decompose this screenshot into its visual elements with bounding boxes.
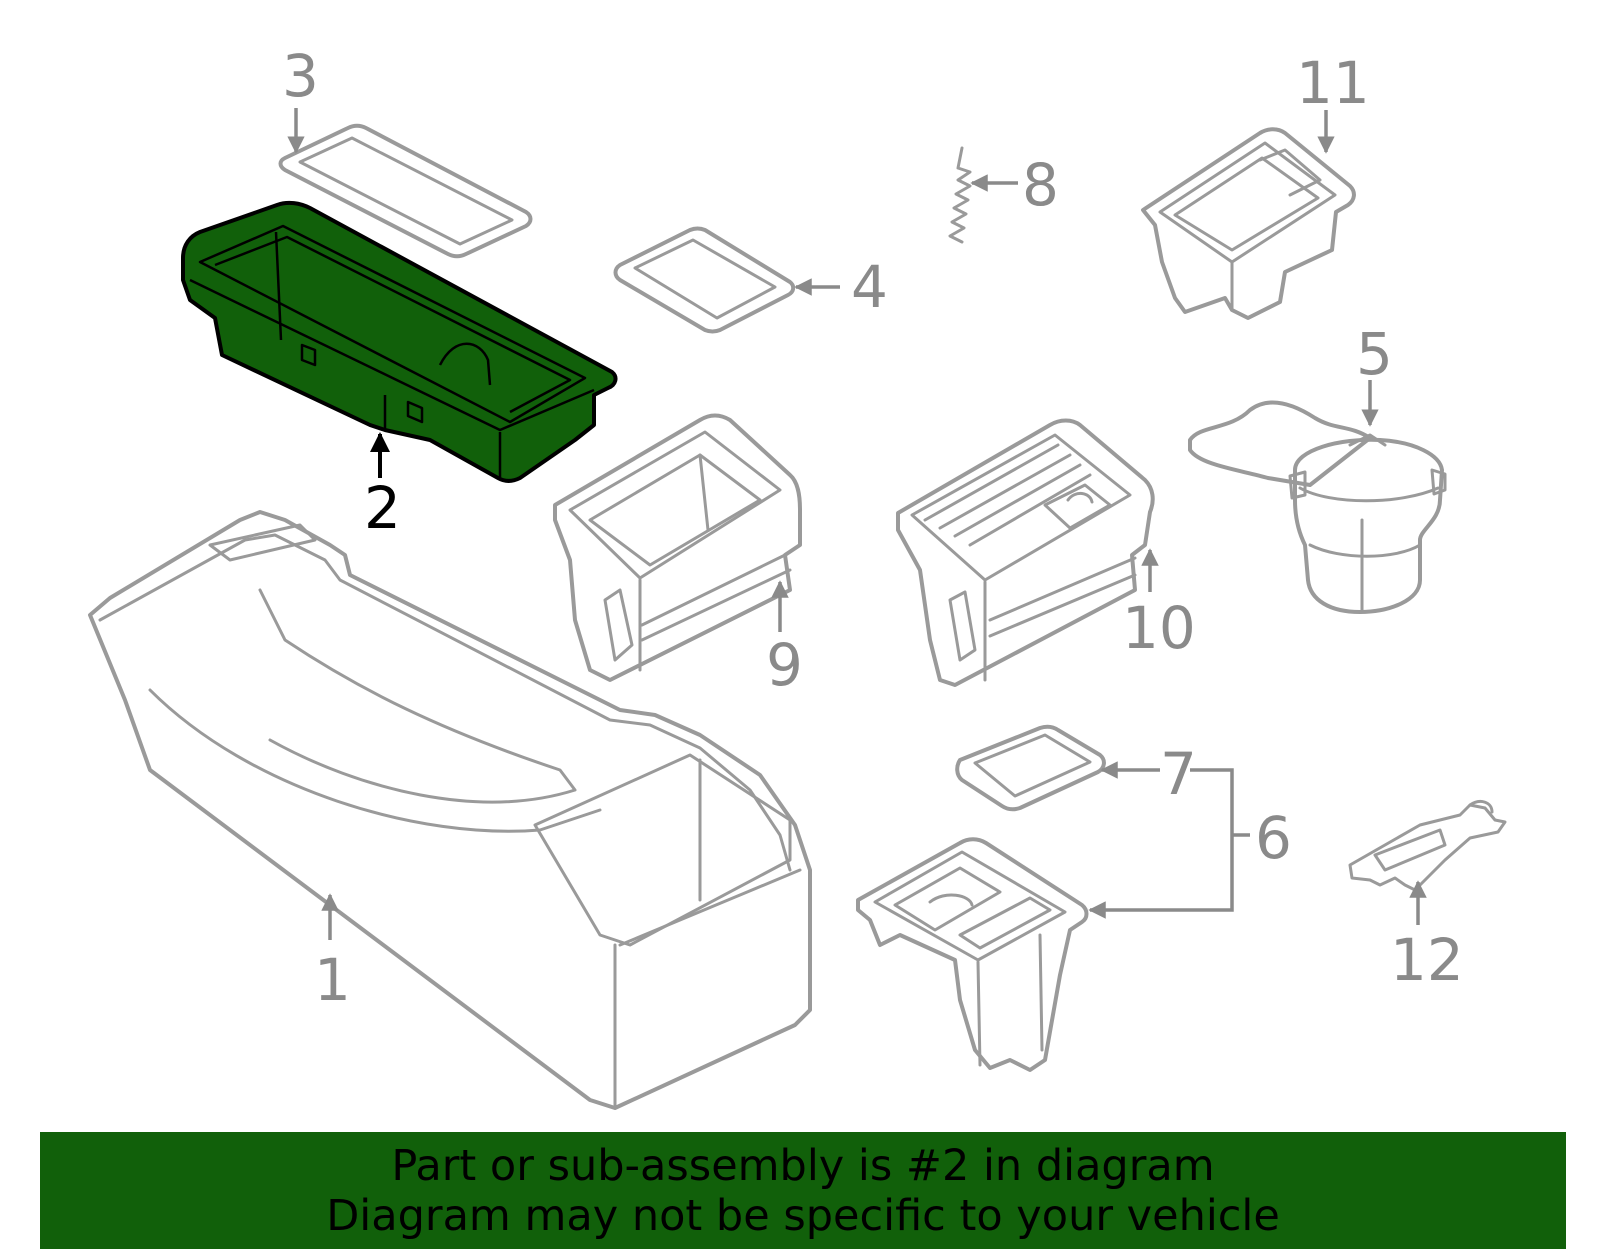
part-3-mat[interactable] — [278, 123, 533, 259]
part-11-bin-insert[interactable] — [1141, 127, 1356, 320]
callout-4: 4 — [851, 253, 888, 321]
callout-labels: 3 2 4 8 11 5 9 10 7 6 1 12 — [282, 42, 1464, 1014]
banner-line-1: Part or sub-assembly is #2 in diagram — [391, 1140, 1215, 1191]
part-9-bin[interactable] — [553, 413, 802, 682]
part-5-cup-holder[interactable] — [1188, 400, 1447, 614]
callout-6: 6 — [1255, 804, 1292, 872]
callout-3: 3 — [282, 42, 319, 110]
info-banner: Part or sub-assembly is #2 in diagram Di… — [40, 1132, 1566, 1249]
part-4-mat[interactable] — [613, 226, 796, 334]
part-1-console-base[interactable] — [88, 510, 812, 1110]
leader-lines — [287, 108, 1427, 940]
callout-11: 11 — [1296, 49, 1370, 117]
callout-10: 10 — [1122, 594, 1196, 662]
callout-5: 5 — [1356, 320, 1393, 388]
callout-2: 2 — [364, 474, 401, 542]
callout-1: 1 — [314, 946, 351, 1014]
part-7-pad[interactable] — [955, 724, 1106, 812]
part-12-bracket[interactable] — [1348, 800, 1507, 892]
callout-7: 7 — [1160, 740, 1197, 808]
part-2-storage-tray[interactable] — [181, 200, 618, 483]
part-10-bin-lid[interactable] — [896, 418, 1155, 687]
callout-8: 8 — [1022, 151, 1059, 219]
banner-line-2: Diagram may not be specific to your vehi… — [326, 1190, 1280, 1241]
part-6-cup-holder-bin[interactable] — [856, 837, 1089, 1072]
part-8-strip[interactable] — [948, 146, 972, 244]
callout-9: 9 — [766, 631, 803, 699]
callout-12: 12 — [1390, 926, 1464, 994]
